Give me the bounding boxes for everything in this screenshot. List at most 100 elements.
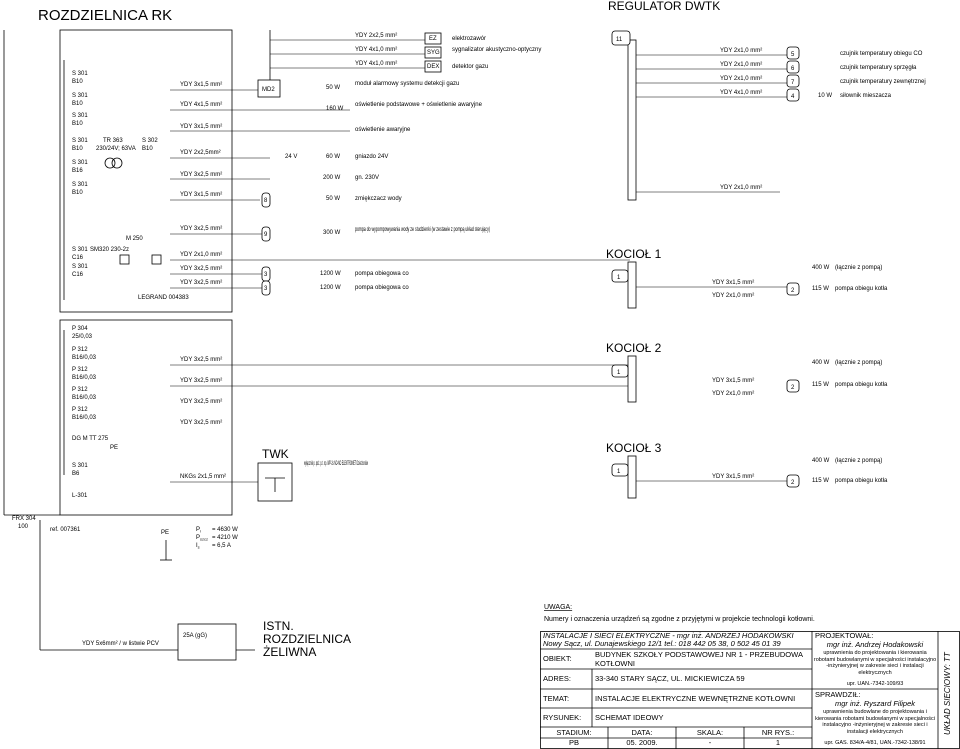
svg-text:B6: B6 [72,471,80,477]
svg-text:YDY 2x1,0 mm²: YDY 2x1,0 mm² [720,48,762,54]
md2-box [257,79,281,98]
circuit-list: YDY 3x1,5 mm² 50 W moduł alarmowy system… [180,81,490,236]
nr-value: 1 [775,739,781,747]
svg-text:(łącznie z pompą): (łącznie z pompą) [835,265,882,271]
svg-text:S 301: S 301 [72,71,88,77]
svg-text:Is: Is [196,543,200,550]
svg-text:400 W: 400 W [812,458,830,464]
svg-text:2: 2 [791,385,795,391]
svg-text:200 W: 200 W [323,175,341,181]
svg-text:3: 3 [264,272,268,278]
svg-text:B16: B16 [72,168,83,174]
svg-text:4: 4 [791,94,795,100]
note-title: UWAGA: [544,604,572,611]
svg-text:YDY 2x1,0 mm²: YDY 2x1,0 mm² [720,76,762,82]
svg-text:1200 W: 1200 W [320,271,341,277]
obiekt-label: OBIEKT: [543,655,572,663]
regulator-terminals: 5 6 7 4 [786,46,800,102]
data-label: DATA: [631,729,653,737]
transformer: TR 363 230/24V; 63VA S 302 B10 [96,138,158,169]
svg-text:YDY 3x2,5 mm²: YDY 3x2,5 mm² [180,172,222,178]
svg-text:YDY 3x2,5 mm²: YDY 3x2,5 mm² [180,378,222,384]
svg-text:YDY 3x2,5 mm²: YDY 3x2,5 mm² [180,266,222,272]
svg-text:DG M TT 275: DG M TT 275 [72,436,109,442]
network-type: UKŁAD SIECIOWY: TT [943,652,952,735]
svg-text:S 301: S 301 [72,463,88,469]
svg-text:czujnik temperatury obiegu CO: czujnik temperatury obiegu CO [840,51,923,57]
sprawdzil-upr: upr. GAS. 834/A-4/81, UAN.-7342-138/91 [824,740,926,746]
svg-text:pompa obiegu kotła: pompa obiegu kotła [835,478,888,484]
nr-label: NR RYS.: [761,729,795,737]
svg-text:czujnik temperatury zewnętrzne: czujnik temperatury zewnętrznej [840,79,926,85]
svg-text:P 312: P 312 [72,387,88,393]
svg-text:czujnik temperatury sprzęgła: czujnik temperatury sprzęgła [840,65,917,71]
twk-title: TWK [262,447,289,461]
svg-text:ROZDZIELNICA: ROZDZIELNICA [263,632,351,646]
svg-text:S 301: S 301 [72,113,88,119]
svg-text:SYG: SYG [427,50,440,56]
svg-text:B10: B10 [72,121,83,127]
svg-text:S 301: S 301 [72,93,88,99]
svg-text:FRX 304: FRX 304 [12,516,36,522]
svg-text:pompa obiegu kotła: pompa obiegu kotła [835,382,888,388]
svg-text:6: 6 [791,66,795,72]
svg-text:YDY 3x2,5 mm²: YDY 3x2,5 mm² [180,399,222,405]
terminal-markers: 8 9 3 3 [261,192,271,296]
skala-label: SKALA: [696,729,724,737]
svg-text:YDY 3x1,5 mm²: YDY 3x1,5 mm² [180,82,222,88]
svg-text:YDY 2x1,0 mm²: YDY 2x1,0 mm² [720,62,762,68]
svg-text:B10: B10 [72,101,83,107]
data-value: 05. 2009. [626,739,658,747]
svg-text:50 W: 50 W [326,196,340,202]
stadium-value: PB [568,739,579,747]
svg-text:S 301: S 301 [72,247,88,253]
kociol2-title: KOCIOŁ 2 [606,341,662,355]
svg-text:detektor gazu: detektor gazu [452,64,488,70]
adres-value: 33-340 STARY SĄCZ, UL. MICKIEWICZA 59 [595,675,745,683]
svg-text:2: 2 [791,288,795,294]
adres-label: ADRES: [543,675,571,683]
regulator-title: REGULATOR DWTK [608,0,720,13]
svg-text:B16/0,03: B16/0,03 [72,415,97,421]
svg-text:7: 7 [791,80,795,86]
svg-text:S 302: S 302 [142,138,158,144]
svg-text:YDY 2x2,5mm²: YDY 2x2,5mm² [180,150,221,156]
svg-text:= 6,5 A: = 6,5 A [212,543,231,549]
temat-label: TEMAT: [543,695,570,703]
svg-text:= 4630 W: = 4630 W [212,527,238,533]
svg-text:EZ: EZ [429,36,437,42]
svg-text:YDY 3x1,5 mm²: YDY 3x1,5 mm² [712,280,754,286]
svg-text:M 250: M 250 [126,236,143,242]
svg-text:115 W: 115 W [812,382,829,388]
svg-text:YDY 3x2,5 mm²: YDY 3x2,5 mm² [180,226,222,232]
svg-text:ŻELIWNA: ŻELIWNA [263,645,316,659]
svg-text:zmiękczacz wody: zmiękczacz wody [355,196,402,202]
svg-text:C16: C16 [72,272,84,278]
svg-text:C16: C16 [72,255,84,261]
note-text: Numery i oznaczenia urządzeń są zgodne z… [544,616,815,623]
svg-text:230/24V; 63VA: 230/24V; 63VA [96,146,136,152]
svg-text:60 W: 60 W [326,154,340,160]
svg-text:9: 9 [264,232,268,238]
svg-text:8: 8 [264,198,268,204]
svg-text:YDY 2x1,0 mm²: YDY 2x1,0 mm² [720,185,762,191]
kociol2-rows: YDY 3x1,5 mm² YDY 2x1,0 mm² 400 W (łączn… [712,360,888,397]
svg-text:Pszcz: Pszcz [196,535,208,542]
svg-text:1: 1 [617,469,621,475]
switchboard-frame-lower [59,319,233,516]
svg-text:S 301: S 301 [72,182,88,188]
title-block: INSTALACJE I SIECI ELEKTRYCZNE - mgr inż… [540,631,960,749]
fire-switch-desc: wyłącznik p. poż. p.t. np. WP-2s NO-NO E… [304,461,369,467]
svg-text:YDY 3x1,5 mm²: YDY 3x1,5 mm² [180,124,222,130]
svg-text:DEX: DEX [427,64,439,70]
svg-text:gniazdo 24V: gniazdo 24V [355,154,388,160]
svg-text:B10: B10 [72,146,83,152]
istn-cable: YDY 5x6mm² / w listwie PCV [82,641,159,647]
svg-text:YDY 3x2,5 mm²: YDY 3x2,5 mm² [180,357,222,363]
svg-text:(łącznie z pompą): (łącznie z pompą) [835,458,882,464]
rysunek-value: SCHEMAT IDEOWY [595,714,664,722]
svg-text:2: 2 [791,480,795,486]
svg-text:YDY 3x1,5 mm²: YDY 3x1,5 mm² [712,474,754,480]
projektowal-label: PROJEKTOWAŁ: [815,632,874,640]
